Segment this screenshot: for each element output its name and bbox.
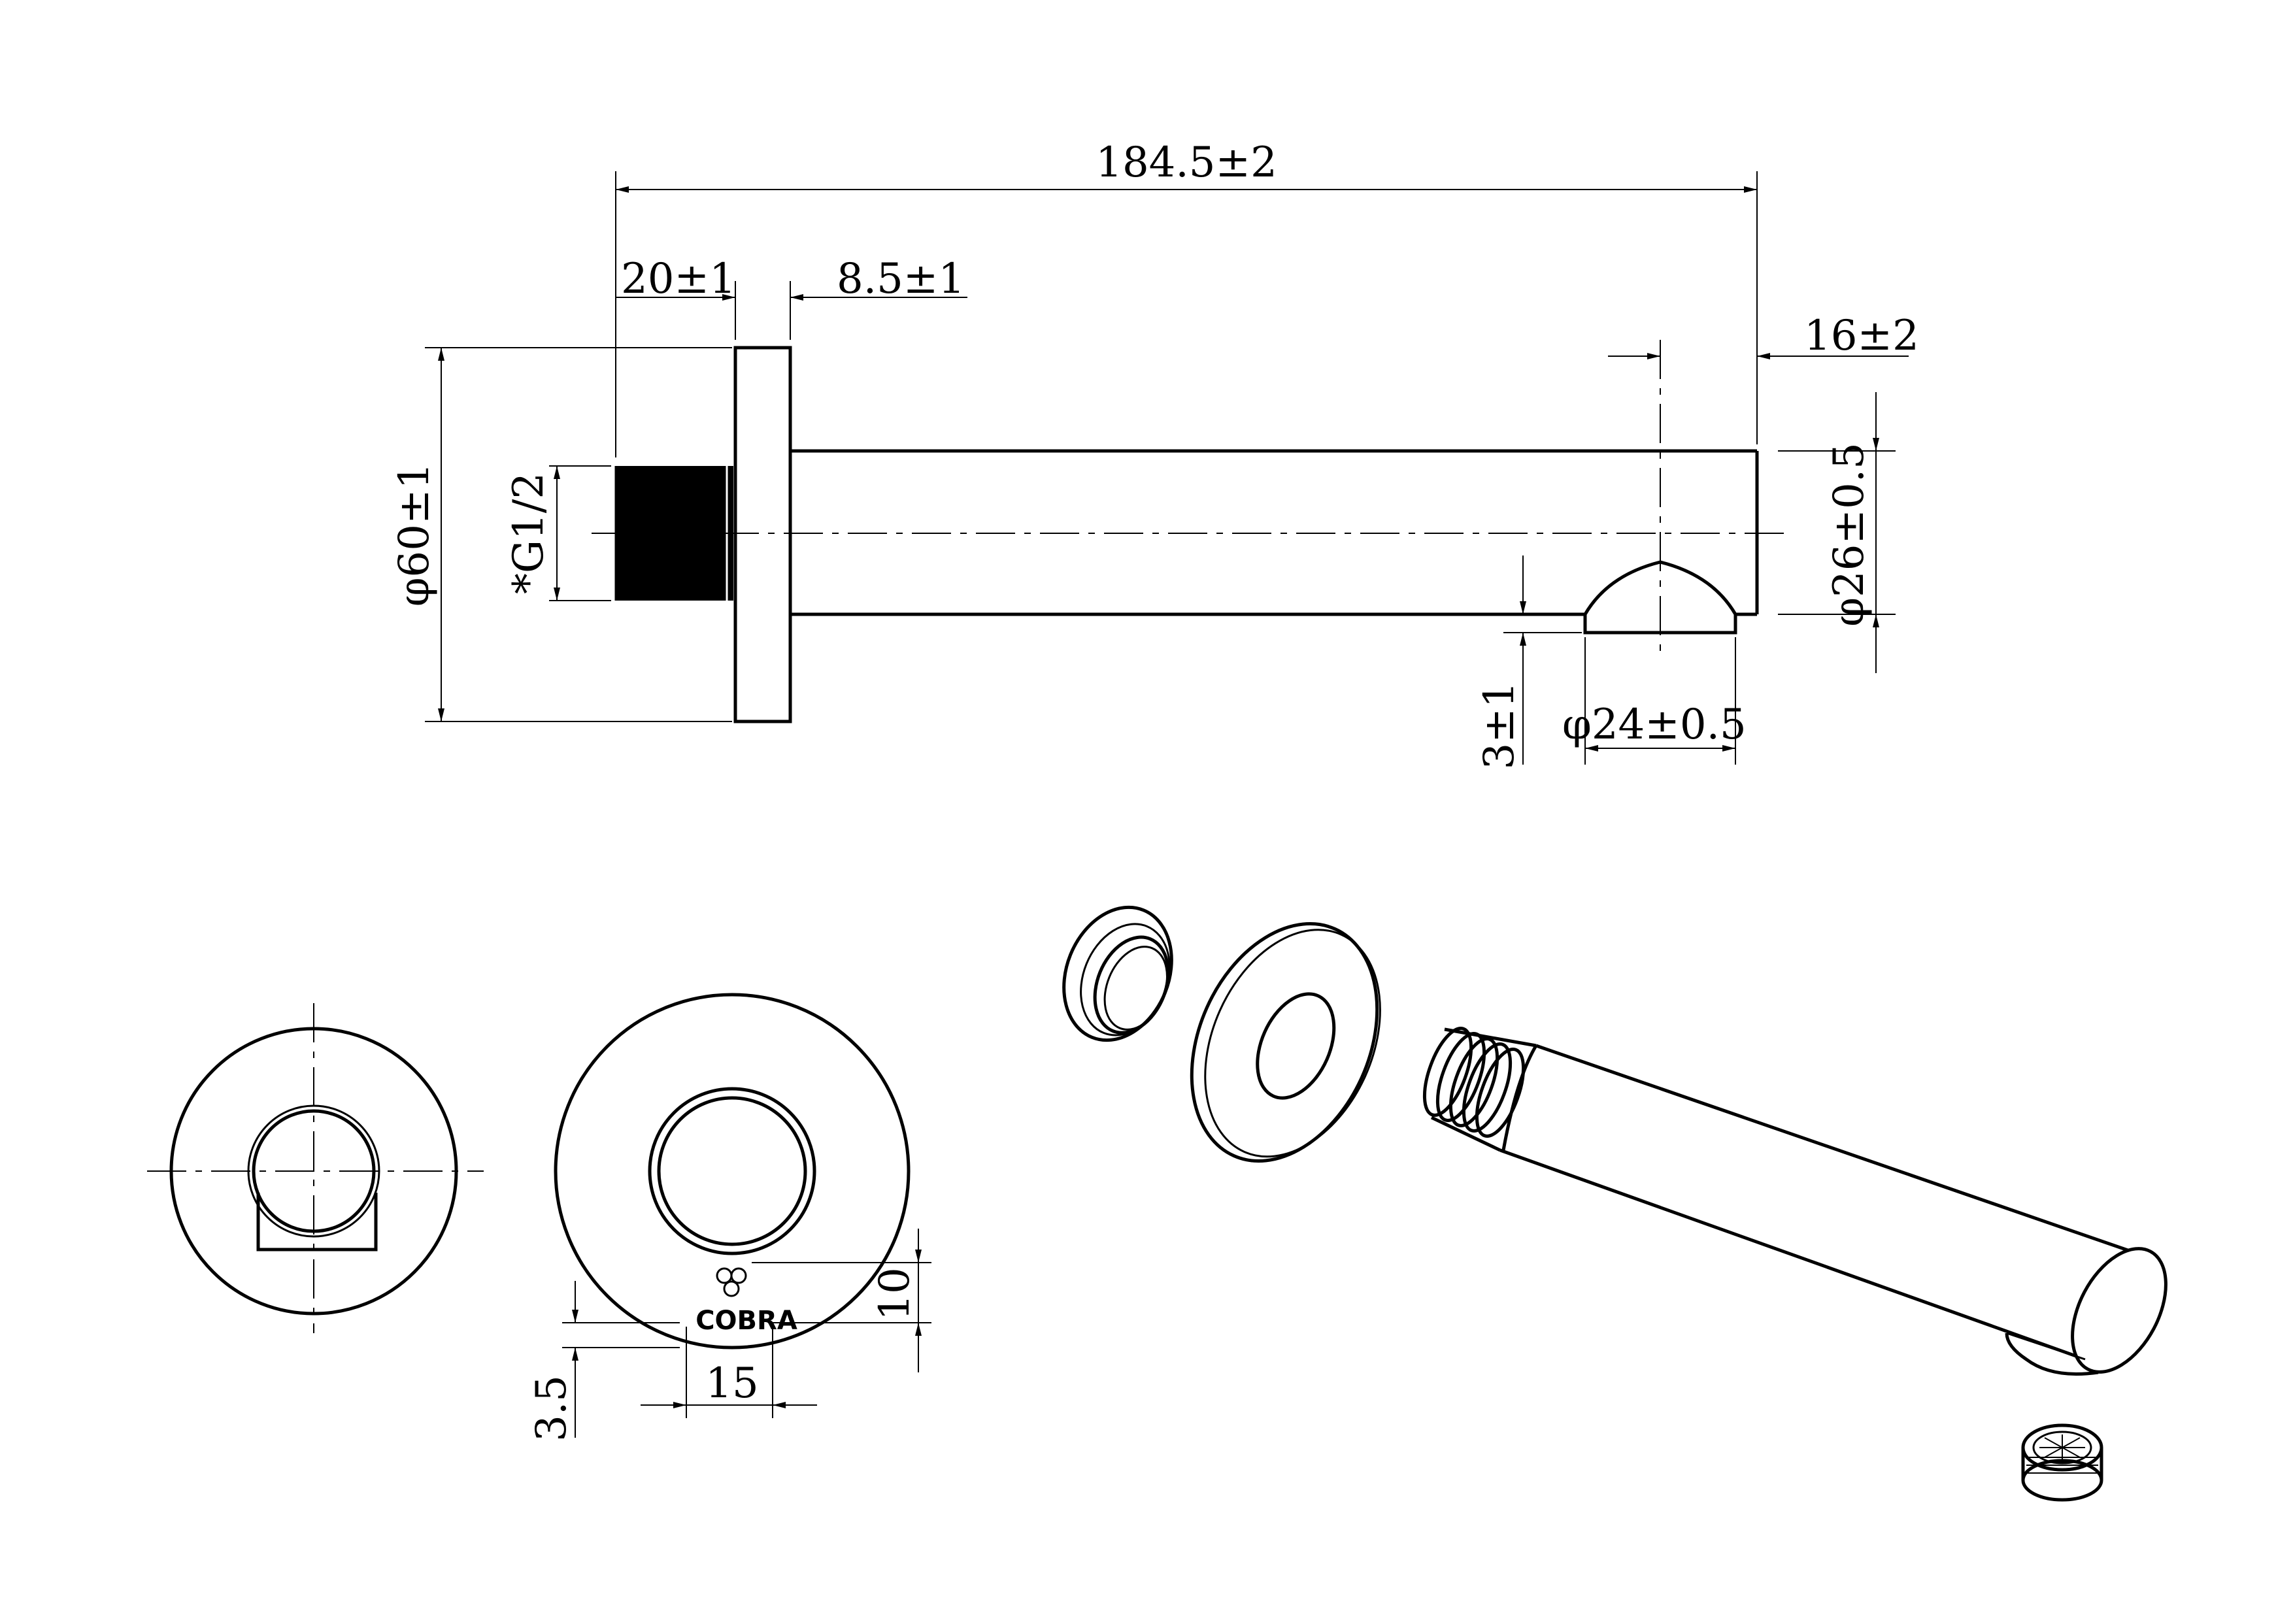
spout-tube [790,449,1759,635]
spout-end-face [2071,1247,2167,1374]
dim-thread-and-flange: 20±1 8.5±1 [616,255,967,340]
dim-logo-height: 10 [752,1229,931,1372]
label-flange-diameter: φ60±1 [390,463,439,607]
washer-ring [1062,905,1173,1042]
dim-spout-offset: 16±2 [1608,312,1919,360]
label-logo-width: 15 [705,1359,758,1408]
label-flange-thickness: 8.5±1 [837,255,965,303]
label-logo-offset: 3.5 [527,1375,576,1442]
label-spout-offset: 16±2 [1804,312,1919,360]
front-view: COBRA 10 15 3.5 [527,993,931,1442]
rear-view [147,1003,484,1333]
dim-thread-size: *G1/2 [505,465,611,601]
brand-name: COBRA [695,1306,797,1336]
exploded-isometric-view [1062,905,2167,1502]
flange-plate [733,346,792,723]
label-thread-size: *G1/2 [505,472,553,594]
isometric-thread [1422,1027,1537,1152]
aerator-insert [2021,1423,2103,1502]
dim-flange-diameter: φ60±1 [390,347,732,722]
dim-outlet-diameter: φ24±0.5 [1562,637,1747,765]
dim-tube-diameter: φ26±0.5 [1778,392,1896,673]
spout-isometric [1422,1027,2167,1376]
label-outlet-diameter: φ24±0.5 [1562,701,1747,749]
flange-disc [1190,922,1381,1163]
side-elevation-view: 184.5±2 20±1 8.5±1 16±2 φ60±1 [390,139,1919,770]
label-outlet-height: 3±1 [1475,681,1524,769]
label-overall-length: 184.5±2 [1096,139,1277,187]
label-tube-diameter: φ26±0.5 [1825,442,1873,627]
label-thread-length: 20±1 [621,255,736,303]
front-flange-outline [554,993,911,1350]
dim-logo-offset: 3.5 [527,1281,680,1442]
label-logo-height: 10 [871,1267,919,1320]
dim-logo-width: 15 [641,1327,817,1418]
cobra-logo: COBRA [695,1267,797,1336]
dim-outlet-height: 3±1 [1475,555,1582,770]
dim-overall-length: 184.5±2 [615,139,1758,457]
